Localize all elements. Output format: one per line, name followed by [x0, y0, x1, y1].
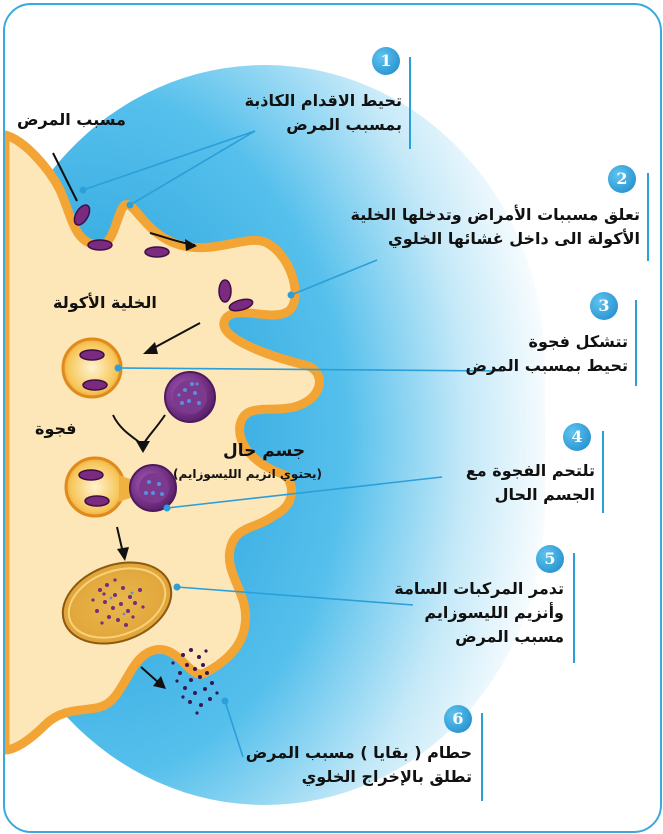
- fusing-pathogen-a: [79, 470, 103, 480]
- step-6-line-1: حطام ( بقايا ) مسبب المرض: [246, 741, 472, 765]
- step-2-line-2: الأكولة الى داخل غشائها الخلوي: [388, 227, 640, 251]
- step-6-bar: [481, 713, 483, 801]
- step-1-bar: [409, 57, 411, 149]
- vacuole-label: فجوة: [35, 418, 76, 440]
- step-5-bar: [573, 553, 575, 663]
- step-4-bar: [602, 431, 604, 513]
- diagram-frame: مسبب المرض الخلية الأكولة فجوة جسم حال (…: [3, 3, 662, 833]
- lysosome-title: جسم حال: [223, 440, 305, 462]
- fusing-pathogen-b: [85, 496, 109, 506]
- pathogen-4: [219, 280, 231, 302]
- step-4-line-1: تلتحم الفجوة مع: [466, 459, 595, 483]
- step-2-badge: 2: [608, 165, 636, 193]
- step-5-line-2: وأنزيم الليسوزايم: [424, 601, 564, 625]
- step-3-line-2: تحيط بمسبب المرض: [465, 354, 628, 378]
- step-2-line-1: تعلق مسببات الأمراض وتدخلها الخلية: [351, 203, 641, 227]
- fusing-lysosome-inner: [139, 473, 169, 503]
- step-6-line-2: تطلق بالإخراج الخلوي: [302, 765, 472, 789]
- step-3-bar: [635, 300, 637, 386]
- step-3-line-1: تتشكل فجوة: [529, 330, 628, 354]
- step-4-badge: 4: [563, 423, 591, 451]
- step-2-bar: [647, 173, 649, 261]
- fusing-vacuole: [66, 458, 124, 516]
- step-1-line-2: بمسبب المرض: [286, 113, 402, 137]
- step-6-badge: 6: [444, 705, 472, 733]
- step-5-badge: 5: [536, 545, 564, 573]
- vacuole-pathogen-b: [83, 380, 107, 390]
- vacuole-pathogen-a: [80, 350, 104, 360]
- step-5-line-1: تدمر المركبات السامة: [394, 577, 564, 601]
- phagocyte-label: الخلية الأكولة: [53, 292, 157, 314]
- step-1-line-1: تحيط الاقدام الكاذبة: [245, 89, 402, 113]
- step-4-line-2: الجسم الحال: [495, 483, 595, 507]
- step-3-badge: 3: [590, 292, 618, 320]
- step-5-line-3: مسبب المرض: [455, 625, 564, 649]
- pathogen-label: مسبب المرض: [17, 109, 126, 131]
- step-1-badge: 1: [372, 47, 400, 75]
- lysosome-inner: [173, 380, 207, 414]
- lysosome-note: (يحتوي انزيم الليسوزايم): [173, 463, 322, 485]
- pathogen-3: [145, 247, 169, 257]
- pathogen-2: [88, 240, 112, 250]
